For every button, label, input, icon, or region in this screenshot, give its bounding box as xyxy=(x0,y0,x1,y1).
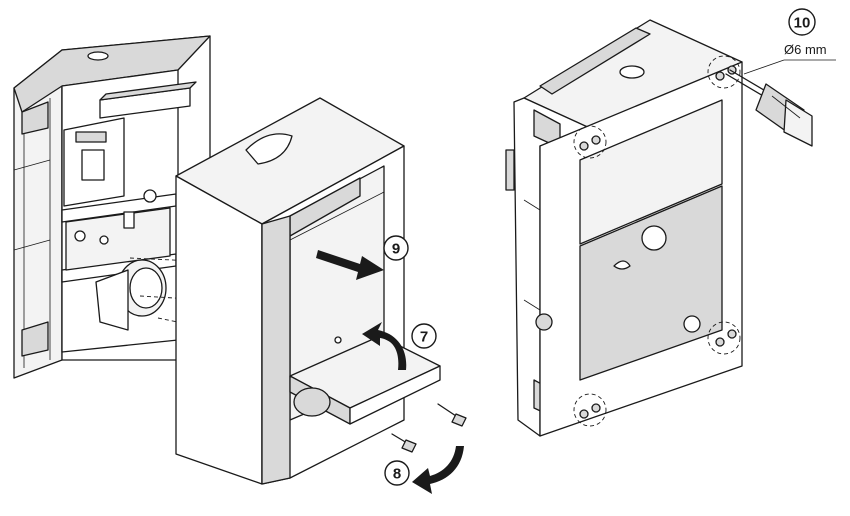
arrow-step-9 xyxy=(316,250,384,280)
right-housing-rear-view xyxy=(505,19,743,437)
callout-10: 10 xyxy=(788,8,816,36)
arrow-step-8 xyxy=(412,446,464,494)
arrow-step-7 xyxy=(362,322,407,370)
callout-9-label: 9 xyxy=(392,241,400,258)
callout-8: 8 xyxy=(384,460,410,486)
front-cover xyxy=(175,97,441,485)
drill-bit xyxy=(725,69,813,147)
callout-7: 7 xyxy=(411,323,437,349)
callout-9: 9 xyxy=(383,235,409,261)
callout-8-label: 8 xyxy=(393,466,401,483)
left-housing-back-box xyxy=(13,35,211,379)
dimension-annotation: Ø6 mm xyxy=(743,42,836,75)
screw-upper xyxy=(437,403,467,427)
dimension-label: Ø6 mm xyxy=(784,42,827,57)
callout-10-label: 10 xyxy=(794,15,811,32)
screw-lower xyxy=(391,433,417,453)
callout-7-label: 7 xyxy=(420,329,428,346)
